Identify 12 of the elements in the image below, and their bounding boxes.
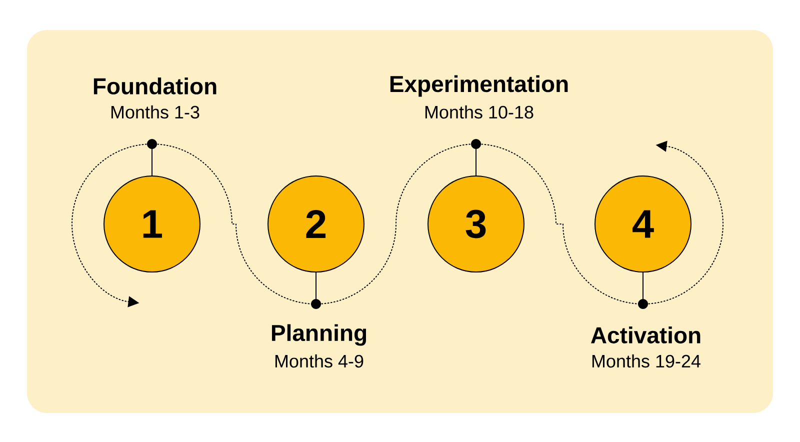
stem-with-dot	[638, 272, 648, 309]
phase-title: Foundation	[94, 78, 216, 94]
phase-duration: Months 1-3	[111, 105, 200, 119]
stem-with-dot	[311, 272, 321, 309]
stem-with-dot	[147, 139, 157, 176]
phase-title: Planning	[272, 324, 366, 346]
phase-duration: Months 10-18	[425, 105, 534, 119]
phase-duration: Months 19-24	[592, 354, 700, 368]
phase-duration: Months 4-9	[275, 354, 364, 368]
phase-title: Experimentation	[390, 75, 568, 97]
stem-with-dot	[471, 139, 481, 176]
phase-title: Activation	[591, 326, 700, 344]
